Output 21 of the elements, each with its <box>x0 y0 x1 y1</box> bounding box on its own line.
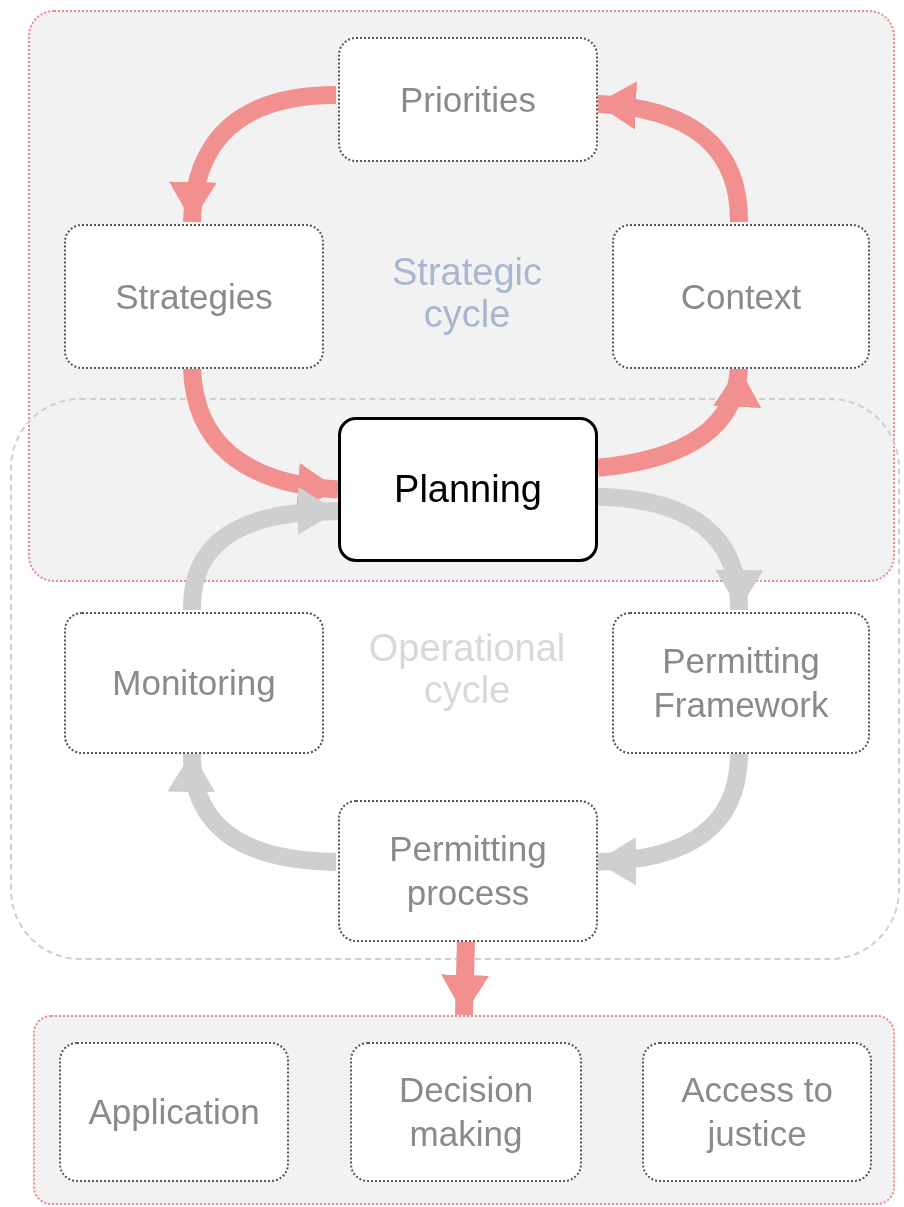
process-box: Permitting Framework <box>612 612 870 754</box>
curved-arrow <box>595 82 748 223</box>
process-box: Monitoring <box>64 612 324 754</box>
cycle-panel <box>10 398 900 960</box>
process-box: Strategies <box>64 224 324 369</box>
highlighted-box: Planning <box>338 417 598 562</box>
curved-arrow <box>595 751 748 885</box>
process-box: Permitting process <box>338 800 598 942</box>
down-arrow <box>441 939 490 1016</box>
curved-arrow <box>169 751 337 871</box>
process-box: Priorities <box>338 37 598 162</box>
curved-arrow <box>596 366 759 477</box>
process-box: Context <box>612 224 870 369</box>
process-box: Decision making <box>350 1042 582 1182</box>
curved-arrow <box>183 488 339 611</box>
cycle-panel <box>33 1015 895 1205</box>
curved-arrow <box>170 86 337 223</box>
curved-arrow <box>597 487 762 611</box>
process-box: Access to justice <box>642 1042 872 1182</box>
process-box: Application <box>59 1042 289 1182</box>
cycle-title: Strategic cycle <box>391 252 543 336</box>
